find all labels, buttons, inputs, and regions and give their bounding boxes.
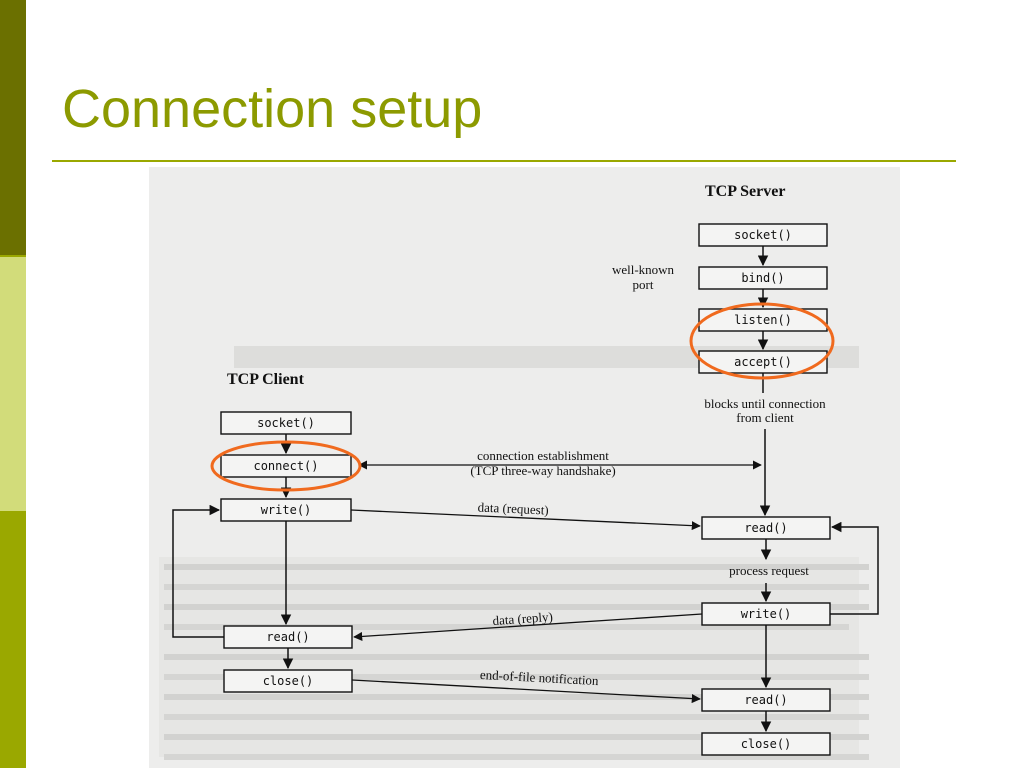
server-write-box: write() bbox=[701, 602, 831, 626]
server-accept-box: accept() bbox=[698, 350, 828, 374]
server-write-label: write() bbox=[741, 607, 792, 621]
slide-title: Connection setup bbox=[62, 79, 483, 139]
client-socket-label: socket() bbox=[257, 416, 315, 430]
socket-flow-diagram: TCP Server TCP Client socket() bind() li… bbox=[159, 183, 879, 760]
blocks-label-2: from client bbox=[736, 410, 794, 425]
client-connect-box: connect() bbox=[220, 454, 352, 478]
sidebar-segment-bright bbox=[0, 511, 26, 768]
sidebar-decoration bbox=[0, 0, 26, 768]
server-listen-label: listen() bbox=[734, 313, 792, 327]
data-request-label: data (request) bbox=[477, 499, 549, 517]
connection-establishment-label-1: connection establishment bbox=[477, 448, 609, 463]
server-close-box: close() bbox=[701, 732, 831, 756]
process-request-label: process request bbox=[729, 563, 809, 578]
server-close-label: close() bbox=[741, 737, 792, 751]
server-heading: TCP Server bbox=[705, 183, 785, 200]
scanned-figure: TCP Server TCP Client socket() bind() li… bbox=[149, 167, 900, 768]
highlight-listen-accept bbox=[689, 302, 835, 380]
server-read-box: read() bbox=[701, 516, 831, 540]
server-listen-box: listen() bbox=[698, 308, 828, 332]
blocks-label-1: blocks until connection bbox=[704, 396, 826, 411]
server-read2-label: read() bbox=[744, 693, 787, 707]
client-close-box: close() bbox=[223, 669, 353, 693]
server-socket-label: socket() bbox=[734, 228, 792, 242]
client-write-label: write() bbox=[261, 503, 312, 517]
client-write-box: write() bbox=[220, 498, 352, 522]
server-flow-arrows bbox=[757, 246, 879, 733]
eof-notification-label: end-of-file notification bbox=[480, 667, 600, 688]
well-known-label-1: well-known bbox=[612, 262, 675, 277]
client-close-label: close() bbox=[263, 674, 314, 688]
sidebar-segment-olive bbox=[0, 255, 26, 257]
data-reply-label: data (reply) bbox=[492, 609, 553, 628]
client-socket-box: socket() bbox=[220, 411, 352, 435]
connection-establishment-label-2: (TCP three-way handshake) bbox=[470, 463, 615, 478]
client-flow-arrows bbox=[172, 434, 294, 670]
highlight-connect bbox=[210, 440, 362, 492]
client-heading: TCP Client bbox=[227, 371, 305, 388]
server-accept-label: accept() bbox=[734, 355, 792, 369]
title-divider bbox=[52, 160, 956, 162]
bleed-through-text bbox=[159, 346, 869, 760]
sidebar-segment-dark bbox=[0, 0, 26, 255]
server-socket-box: socket() bbox=[698, 223, 828, 247]
client-read-label: read() bbox=[266, 630, 309, 644]
server-read2-box: read() bbox=[701, 688, 831, 712]
server-read-label: read() bbox=[744, 521, 787, 535]
client-read-box: read() bbox=[223, 625, 353, 649]
network-arrows bbox=[350, 460, 762, 704]
client-connect-label: connect() bbox=[253, 459, 318, 473]
sidebar-segment-light bbox=[0, 257, 26, 511]
server-bind-label: bind() bbox=[741, 271, 784, 285]
well-known-label-2: port bbox=[633, 277, 654, 292]
server-bind-box: bind() bbox=[698, 266, 828, 290]
